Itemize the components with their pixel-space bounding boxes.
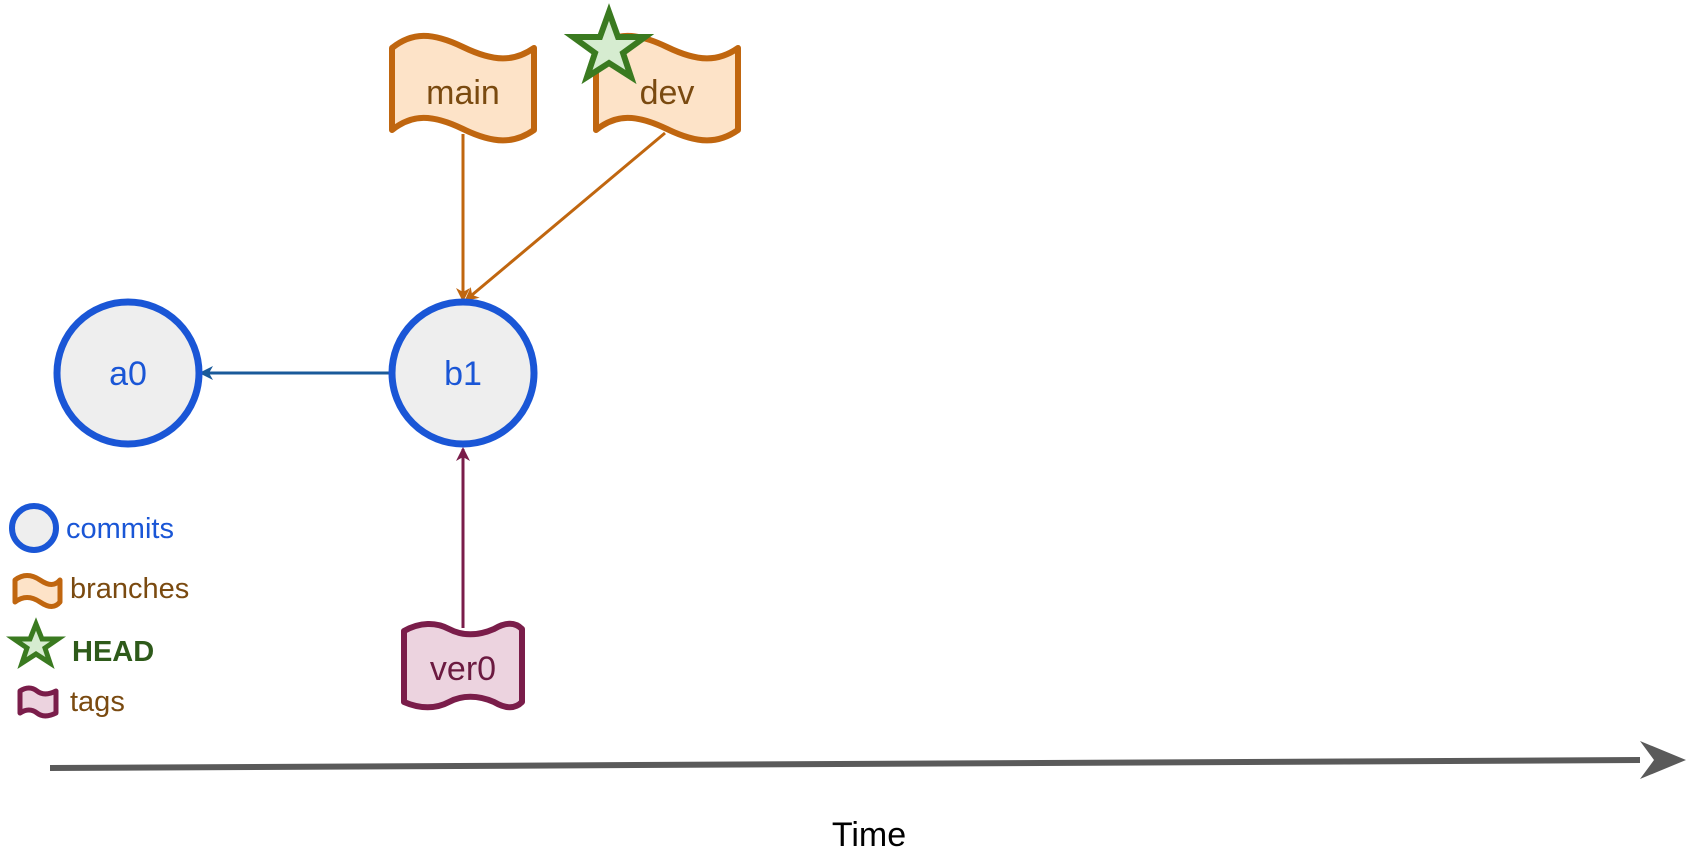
tag-ver0-flag [401, 620, 525, 711]
legend: commits branches HEAD tags [5, 503, 189, 719]
commit-b1-label: b1 [444, 355, 482, 393]
commit-b1-circle [388, 298, 538, 448]
edge-dev-to-b1 [464, 131, 666, 302]
legend-branches-label: branches [70, 573, 189, 605]
tag-legend-icon [17, 685, 59, 719]
time-axis-arrowhead [1640, 741, 1686, 779]
commit-a0-circle [53, 298, 203, 448]
legend-commits-label: commits [66, 513, 174, 545]
branch-main[interactable]: main [389, 32, 537, 144]
commit-a0[interactable]: a0 [53, 298, 203, 448]
tag-ver0-label: ver0 [430, 650, 496, 688]
legend-head-label: HEAD [72, 636, 154, 668]
branch-legend-icon [12, 573, 63, 609]
legend-branches: branches [12, 573, 189, 609]
time-axis-label: Time [832, 816, 906, 853]
commit-b1[interactable]: b1 [388, 298, 538, 448]
branch-dev-label: dev [640, 74, 695, 112]
commit-a0-label: a0 [109, 355, 147, 393]
legend-tags-label: tags [70, 686, 125, 718]
time-axis: Time [49, 741, 1686, 853]
branch-main-flag [389, 32, 537, 144]
legend-tags: tags [17, 685, 125, 719]
head-star-icon [563, 3, 655, 85]
time-axis-line [49, 757, 1641, 771]
commit-legend-icon [9, 503, 59, 553]
legend-commits: commits [9, 503, 174, 553]
legend-head: HEAD [5, 617, 154, 669]
branch-main-label: main [426, 74, 500, 112]
tag-ver0[interactable]: ver0 [401, 620, 525, 711]
head-legend-icon [5, 617, 67, 669]
